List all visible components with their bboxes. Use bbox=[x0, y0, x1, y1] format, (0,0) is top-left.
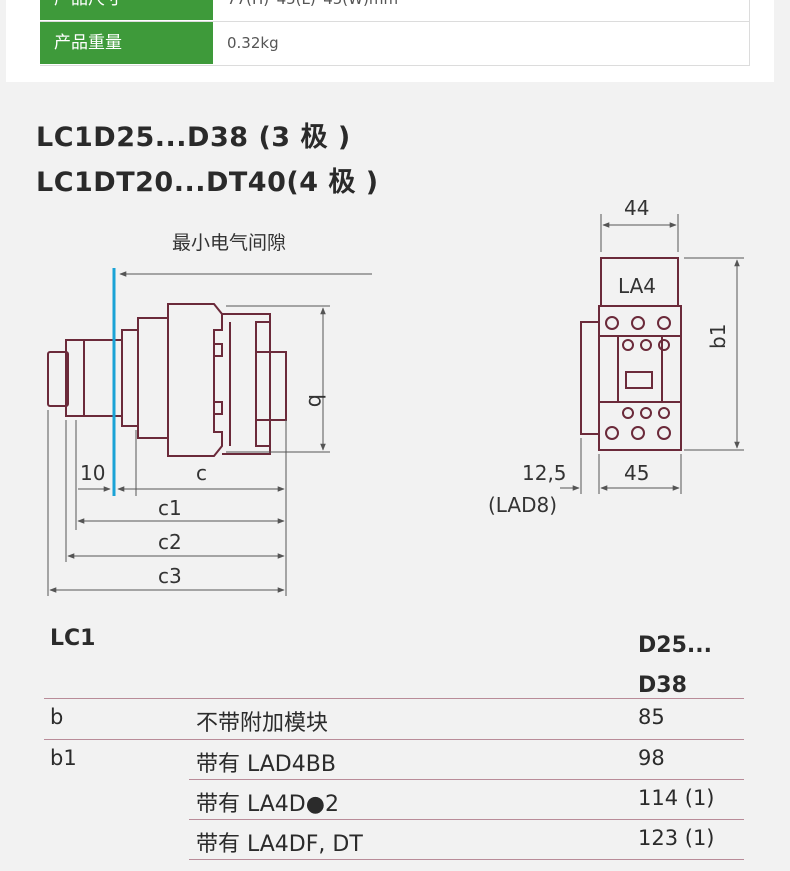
value-cell: 98 bbox=[638, 746, 665, 770]
dimension-drawing: 最小电气间隙 b 10 c c1 c2 c3 44 bbox=[47, 196, 744, 596]
table-header: LC1 D25... D38 bbox=[44, 620, 744, 699]
clearance-label: 最小电气间隙 bbox=[172, 232, 286, 254]
model-title-4-pole: LC1DT20...DT40(4 极 ) bbox=[36, 167, 379, 198]
dim-b-label: b bbox=[304, 394, 328, 407]
model-title-3-pole: LC1D25...D38 (3 极 ) bbox=[36, 122, 351, 153]
spec-key: 产品尺寸 bbox=[40, 0, 213, 21]
value-cell: 85 bbox=[638, 705, 665, 729]
spec-value: 0.32kg bbox=[213, 22, 750, 65]
dim-c2-label: c2 bbox=[158, 530, 182, 554]
spec-value: 77(H)*45(L)*45(W)mm bbox=[213, 0, 750, 21]
table-row: 带有 LA4DF, DT 123 (1) bbox=[44, 820, 744, 860]
module-label: LA4 bbox=[618, 274, 656, 298]
table-row: 带有 LA4D●2 114 (1) bbox=[44, 780, 744, 820]
range-line-1: D25... bbox=[638, 633, 712, 658]
range-line-2: D38 bbox=[638, 673, 687, 698]
desc-cell: 带有 LAD4BB bbox=[196, 752, 336, 777]
desc-cell: 带有 LA4DF, DT bbox=[196, 832, 363, 857]
table-row: b1 带有 LAD4BB 98 bbox=[44, 740, 744, 780]
value-cell: 114 (1) bbox=[638, 786, 715, 810]
table-header-series: LC1 bbox=[50, 626, 96, 651]
dim-44-label: 44 bbox=[624, 196, 649, 220]
dim-lad8-label: (LAD8) bbox=[488, 493, 557, 517]
contactor-front-view bbox=[580, 257, 682, 451]
dim-c1-label: c1 bbox=[158, 496, 182, 520]
dim-c3-label: c3 bbox=[158, 564, 182, 588]
dim-12-5-label: 12,5 bbox=[522, 461, 567, 485]
spec-key: 产品重量 bbox=[40, 22, 213, 65]
spec-table: 产品尺寸 77(H)*45(L)*45(W)mm 产品重量 0.32kg bbox=[40, 0, 750, 66]
dimension-table: LC1 D25... D38 b 不带附加模块 85 b1 带有 LAD4BB … bbox=[44, 620, 744, 860]
spec-row: 产品重量 0.32kg bbox=[40, 22, 750, 66]
dim-10-label: 10 bbox=[80, 461, 105, 485]
value-cell: 123 (1) bbox=[638, 826, 715, 850]
dim-45-label: 45 bbox=[624, 461, 649, 485]
dim-c-label: c bbox=[196, 461, 207, 485]
dim-cell: b bbox=[50, 705, 64, 729]
spec-row: 产品尺寸 77(H)*45(L)*45(W)mm bbox=[40, 0, 750, 22]
dim-cell: b1 bbox=[50, 746, 77, 770]
dim-b1-label: b1 bbox=[706, 324, 730, 349]
desc-cell: 带有 LA4D●2 bbox=[196, 792, 339, 817]
contactor-side-view bbox=[47, 303, 287, 457]
table-header-range: D25... D38 bbox=[638, 626, 712, 706]
desc-cell: 不带附加模块 bbox=[196, 711, 329, 736]
table-row: b 不带附加模块 85 bbox=[44, 699, 744, 740]
spec-panel: 产品尺寸 77(H)*45(L)*45(W)mm 产品重量 0.32kg bbox=[6, 0, 774, 82]
